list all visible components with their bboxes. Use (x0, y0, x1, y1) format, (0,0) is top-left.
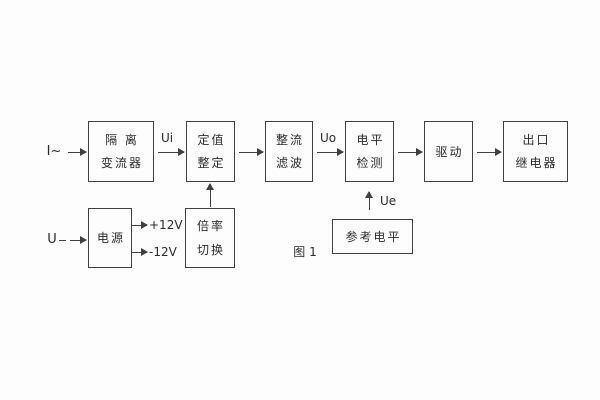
arrow-up-icon (365, 191, 373, 210)
block-text: 出口 (522, 132, 551, 147)
block-text: 倍率 (196, 219, 225, 234)
arrow-right-icon (68, 148, 87, 156)
block-reference-level: 参考电平 (332, 219, 413, 254)
label-ui: Ui (160, 131, 174, 145)
arrow-right-icon (158, 148, 185, 156)
block-text: 隔 离 (105, 132, 139, 147)
block-ratio-switch: 倍率 切换 (185, 208, 235, 268)
block-text: 整定 (197, 156, 226, 171)
label-positive-rail: +12V (149, 218, 183, 232)
label-uo: Uo (319, 131, 337, 145)
label-negative-rail: -12V (149, 245, 177, 259)
block-output-relay: 出口 继电器 (503, 121, 568, 182)
arrow-right-icon (132, 221, 148, 229)
block-text: 切换 (196, 242, 225, 257)
block-driver: 驱动 (424, 121, 473, 182)
block-text: 参考电平 (345, 229, 402, 244)
line-segment (59, 240, 66, 241)
block-text: 整流 (275, 132, 304, 147)
arrow-up-icon (206, 183, 214, 207)
arrow-right-icon (132, 248, 148, 256)
block-text: 定值 (197, 132, 226, 147)
block-level-detector: 电平 检测 (345, 121, 394, 182)
label-input-voltage: U (47, 232, 57, 247)
block-setting-adjust: 定值 整定 (186, 121, 235, 182)
block-text: 继电器 (515, 156, 558, 171)
block-isolation-transformer: 隔 离 变流器 (88, 121, 154, 182)
block-rectifier-filter: 整流 滤波 (265, 121, 313, 182)
arrow-right-icon (239, 148, 264, 156)
block-power-supply: 电源 (88, 208, 132, 268)
figure-caption: 图 1 (293, 245, 317, 259)
arrow-right-icon (398, 148, 423, 156)
block-text: 检测 (356, 156, 385, 171)
block-text: 滤波 (275, 156, 304, 171)
block-text: 驱动 (435, 144, 464, 159)
label-ue: Ue (380, 194, 397, 208)
block-text: 电平 (356, 132, 385, 147)
arrow-right-icon (477, 148, 502, 156)
label-input-current: I~ (46, 144, 62, 159)
arrow-right-icon (70, 236, 87, 244)
arrow-right-icon (317, 148, 344, 156)
block-text: 电源 (96, 231, 125, 245)
block-text: 变流器 (100, 156, 143, 171)
